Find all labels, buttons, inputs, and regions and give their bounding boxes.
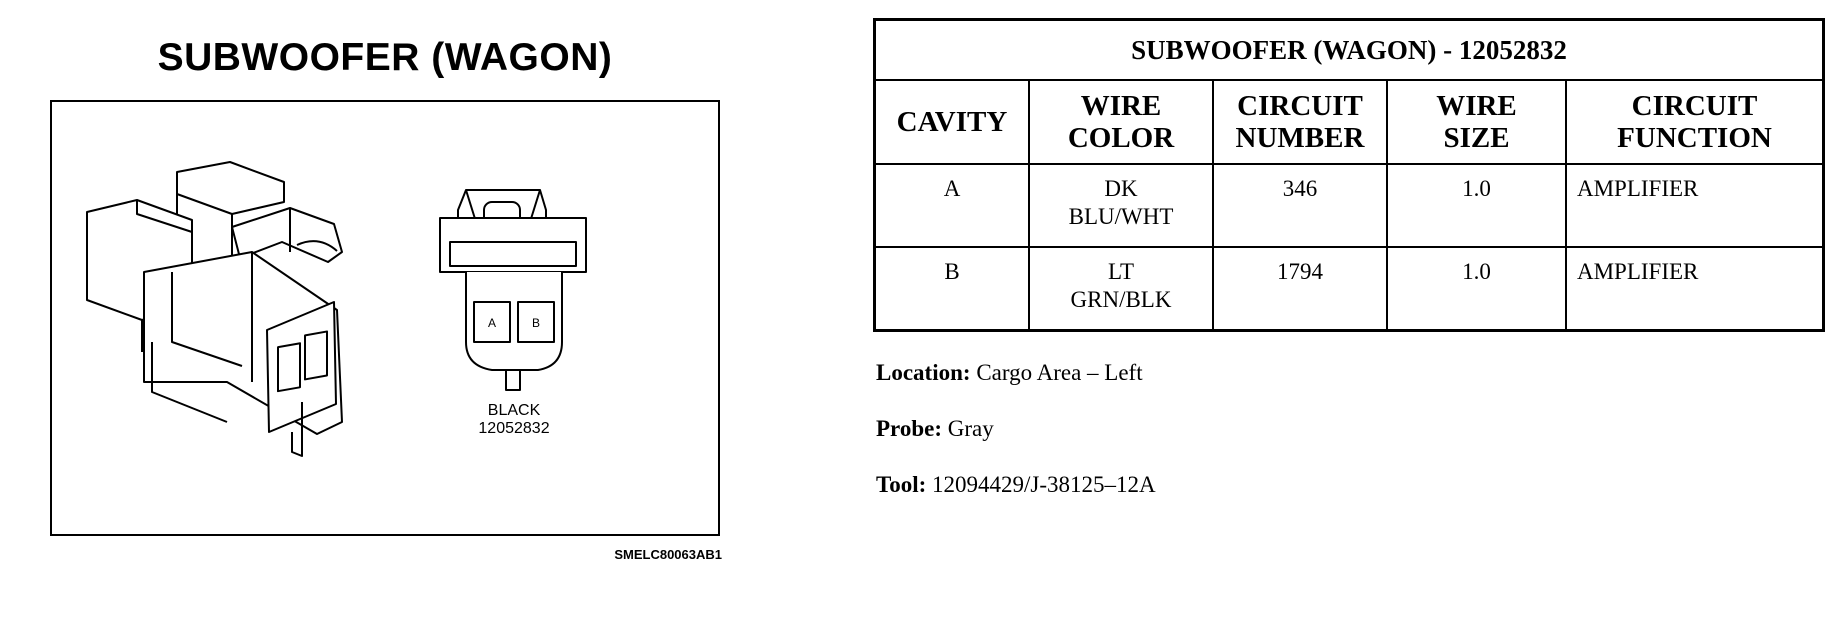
header-cavity: CAVITY — [873, 79, 1030, 165]
table-row: A DK BLU/WHT 346 1.0 AMPLIFIER — [873, 163, 1825, 248]
tool-label: Tool: — [876, 472, 927, 497]
cell-circuit-function: AMPLIFIER — [1565, 246, 1825, 332]
cell-cavity: B — [873, 246, 1030, 332]
cell-wire-color: LT GRN/BLK — [1028, 246, 1214, 332]
connector-front-view — [439, 189, 587, 391]
figure-title: SUBWOOFER (WAGON) — [157, 36, 613, 79]
probe-value: Gray — [947, 416, 994, 441]
cell-wire-size: 1.0 — [1386, 246, 1567, 332]
header-wire-color: WIRE COLOR — [1028, 79, 1214, 165]
figure-code: SMELC80063AB1 — [614, 547, 722, 562]
probe-line: Probe: Gray — [876, 416, 994, 442]
connector-color-label: BLACK 12052832 — [444, 402, 584, 438]
connector-isometric-view — [86, 161, 343, 457]
cell-circuit-number: 346 — [1212, 163, 1388, 248]
cell-wire-size: 1.0 — [1386, 163, 1567, 248]
cavity-label-b: B — [532, 316, 540, 330]
location-value: Cargo Area – Left — [976, 360, 1143, 385]
tool-value: 12094429/J-38125–12A — [932, 472, 1156, 497]
pinout-table: SUBWOOFER (WAGON) - 12052832 CAVITY WIRE… — [873, 18, 1825, 332]
cell-circuit-function: AMPLIFIER — [1565, 163, 1825, 248]
tool-line: Tool: 12094429/J-38125–12A — [876, 472, 1156, 498]
cavity-label-a: A — [488, 316, 496, 330]
connector-drawing: A B — [86, 161, 587, 457]
connector-illustration: A B BLACK 12052832 — [50, 100, 720, 536]
table-title: SUBWOOFER (WAGON) - 12052832 — [873, 18, 1825, 81]
connector-color: BLACK — [487, 402, 541, 419]
probe-label: Probe: — [876, 416, 943, 441]
cell-circuit-number: 1794 — [1212, 246, 1388, 332]
header-wire-size: WIRE SIZE — [1386, 79, 1567, 165]
cell-cavity: A — [873, 163, 1030, 248]
location-label: Location: — [876, 360, 971, 385]
connector-part-number: 12052832 — [478, 420, 550, 437]
header-circuit-number: CIRCUIT NUMBER — [1212, 79, 1388, 165]
cell-wire-color: DK BLU/WHT — [1028, 163, 1214, 248]
table-row: B LT GRN/BLK 1794 1.0 AMPLIFIER — [873, 246, 1825, 332]
header-circuit-function: CIRCUIT FUNCTION — [1565, 79, 1825, 165]
location-line: Location: Cargo Area – Left — [876, 360, 1143, 386]
